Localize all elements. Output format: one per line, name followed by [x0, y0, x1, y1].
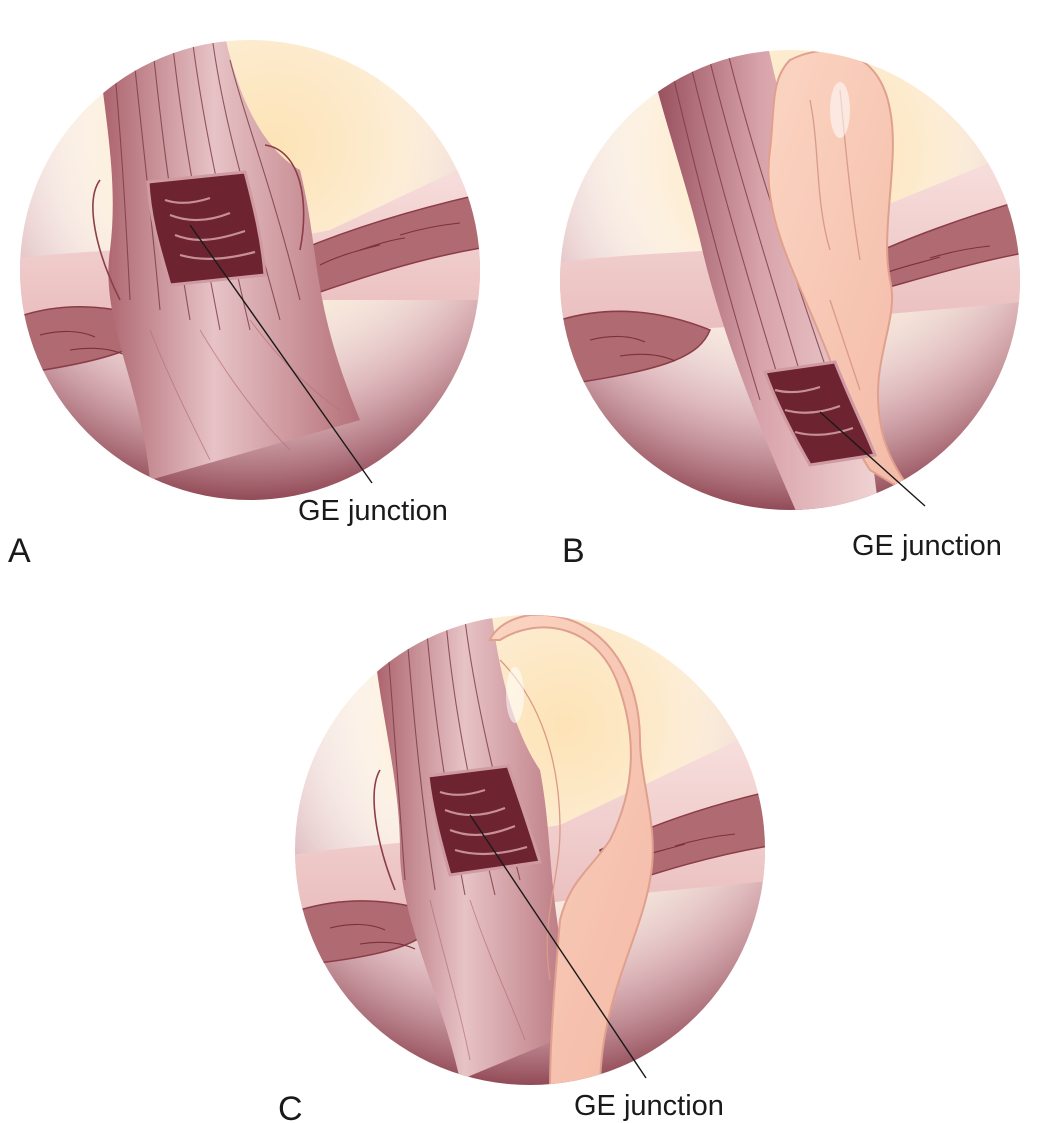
- panel-b: GE junction B: [560, 50, 1020, 570]
- fundus-b: [767, 50, 921, 501]
- right-crus-b: [849, 194, 1020, 296]
- panel-c-illustration: [295, 615, 765, 1085]
- callout-label-c: GE junction: [574, 1090, 724, 1122]
- panel-letter-b: B: [562, 532, 585, 570]
- panel-letter-c: C: [278, 1090, 303, 1123]
- panel-b-illustration: [560, 50, 1020, 510]
- panel-a: GE junction A: [8, 40, 480, 570]
- right-crus-a: [298, 189, 480, 293]
- panel-letter-a: A: [8, 532, 31, 570]
- panel-c: GE junction C: [278, 615, 765, 1123]
- callout-label-a: GE junction: [298, 495, 448, 527]
- window-b: [762, 360, 878, 467]
- window-a: [146, 170, 267, 287]
- callout-label-b: GE junction: [852, 530, 1002, 562]
- left-crus-b: [560, 310, 711, 386]
- window-c: [426, 764, 542, 877]
- leader-line-b: [819, 411, 926, 507]
- panel-a-illustration: [20, 40, 480, 500]
- leader-line-c: [469, 814, 647, 1079]
- leader-line-a: [189, 224, 373, 484]
- fundus-c: [488, 615, 654, 1085]
